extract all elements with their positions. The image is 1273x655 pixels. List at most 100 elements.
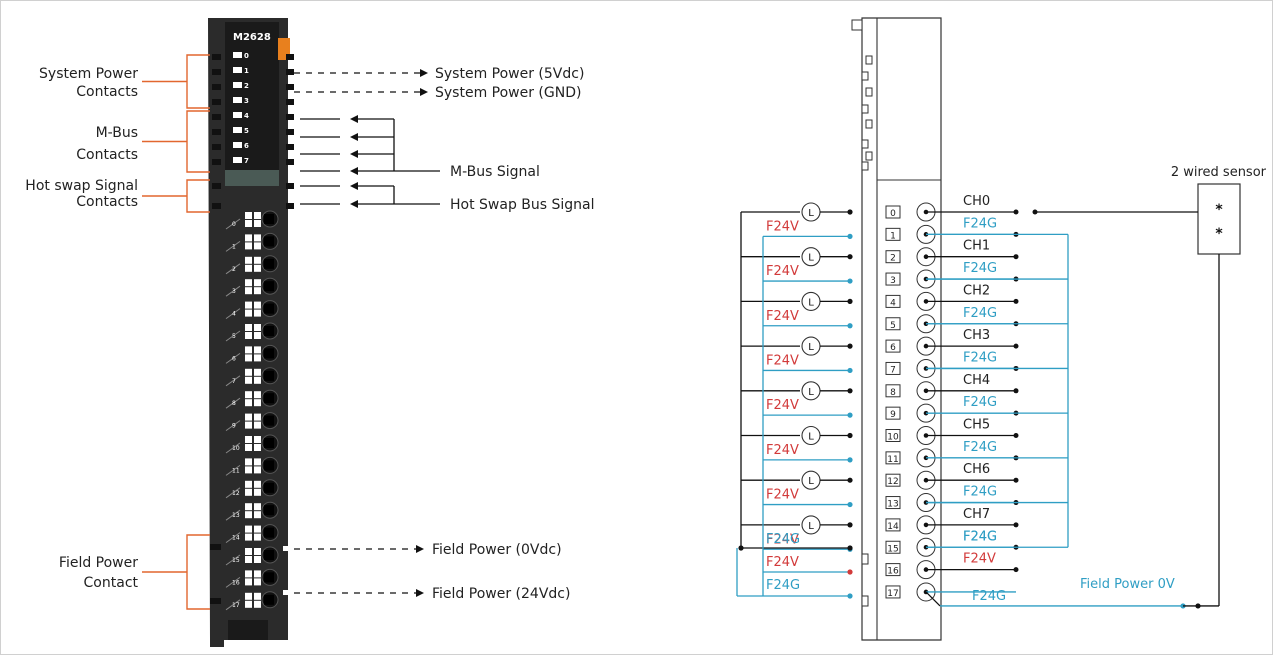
terminal-separator: [225, 397, 241, 409]
terminal-release: [254, 600, 261, 608]
f24g-label: F24G: [963, 306, 997, 321]
junction-dot: [738, 545, 744, 551]
group-label: Contact: [84, 575, 139, 591]
terminal-release: [245, 458, 252, 466]
module-contact-left: [212, 99, 221, 105]
terminal-release: [254, 488, 261, 496]
signal-label: Hot Swap Bus Signal: [450, 197, 595, 213]
terminal-number: 0: [890, 209, 896, 219]
f24g-label: F24G: [766, 578, 800, 593]
junction-dot: [1013, 209, 1019, 215]
channel-label: CH3: [963, 328, 990, 343]
terminal-number: 13: [232, 512, 240, 519]
channel-label: CH2: [963, 283, 990, 298]
terminal-release: [254, 220, 261, 227]
terminal-number: 16: [887, 567, 899, 577]
terminal-number: 10: [232, 445, 240, 452]
arrow-head: [420, 69, 428, 77]
terminal-box: [885, 429, 901, 442]
terminal-release: [245, 346, 252, 354]
led-indicator: [233, 82, 242, 88]
terminal-number: 14: [232, 535, 240, 542]
terminal-separator: [225, 442, 241, 454]
terminal-clamp: [264, 214, 274, 224]
terminal-clamp: [264, 303, 274, 314]
led-number: 3: [244, 97, 249, 105]
terminal-release: [245, 301, 252, 309]
terminal-clamp: [264, 236, 274, 247]
load-letter: L: [808, 297, 814, 308]
terminal-number: 10: [887, 433, 899, 443]
module-hotswap-band: [225, 170, 279, 186]
terminal-release: [254, 242, 261, 250]
module-contact-left: [210, 544, 221, 550]
terminal-separator: [225, 263, 241, 275]
terminal-wire: [925, 591, 941, 607]
load-letter: L: [808, 253, 814, 264]
terminal-number: 0: [232, 221, 236, 228]
f24g-label: F24G: [963, 216, 997, 231]
f24v-label: F24V: [963, 552, 996, 567]
terminal-release: [245, 592, 252, 600]
f24v-label: F24V: [766, 219, 799, 234]
terminal-number: 5: [890, 321, 896, 331]
terminal-release: [245, 488, 252, 496]
module-contact-left: [212, 84, 221, 90]
terminal-number: 7: [890, 365, 896, 375]
terminal-release: [245, 413, 252, 421]
module-contact-left: [212, 203, 221, 209]
channel-label: CH7: [963, 507, 990, 522]
junction-dot: [847, 545, 853, 551]
group-label: M-Bus: [96, 125, 138, 141]
f24v-label: F24V: [766, 264, 799, 279]
junction-dot: [847, 323, 853, 329]
terminal-number: 9: [890, 410, 896, 420]
module-contact-right: [286, 144, 294, 150]
f24g-label: F24G: [963, 529, 997, 544]
junction-dot: [847, 432, 853, 439]
module-contact-right: [286, 203, 294, 209]
terminal-number: 15: [232, 557, 240, 564]
terminal-box: [885, 317, 901, 331]
junction-dot: [1013, 522, 1019, 528]
terminal-number: 12: [887, 477, 898, 487]
channel-label: CH6: [963, 462, 990, 477]
channel-label: CH5: [963, 418, 990, 433]
terminal-clamp: [264, 258, 274, 269]
junction-dot: [1013, 477, 1019, 483]
terminal-separator: [225, 308, 241, 320]
module-foot: [228, 620, 268, 640]
terminal-release: [245, 264, 252, 272]
terminal-number: 14: [887, 522, 899, 532]
group-label: Field Power: [59, 555, 138, 571]
terminal-box: [885, 294, 901, 308]
terminal-release: [254, 533, 261, 541]
terminal-release: [254, 578, 261, 586]
terminal-release: [245, 376, 252, 384]
terminal-clamp: [264, 393, 274, 404]
terminal-release: [254, 525, 261, 533]
f24g-label: F24G: [766, 532, 800, 547]
channel-label: CH0: [963, 194, 990, 209]
module-contact-left: [212, 183, 221, 189]
module-contact-left: [210, 598, 221, 604]
module-contact-left: [212, 159, 221, 165]
led-number: 1: [244, 67, 249, 75]
module-contact-left: [212, 69, 221, 75]
schematic-notch: [861, 161, 869, 171]
arrow-head: [420, 88, 428, 96]
junction-dot: [847, 209, 853, 215]
terminal-box: [885, 540, 901, 554]
schematic-notch: [861, 595, 869, 607]
junction-dot: [1013, 388, 1019, 394]
f24g-label: F24G: [963, 440, 997, 455]
junction-dot: [1013, 298, 1019, 304]
module-contact-left: [212, 54, 221, 60]
terminal-release: [254, 309, 261, 317]
arrow-head: [350, 115, 358, 123]
junction-dot: [847, 298, 853, 304]
junction-dot: [847, 522, 853, 528]
terminal-clamp: [264, 572, 274, 583]
module-contact-left: [212, 144, 221, 150]
